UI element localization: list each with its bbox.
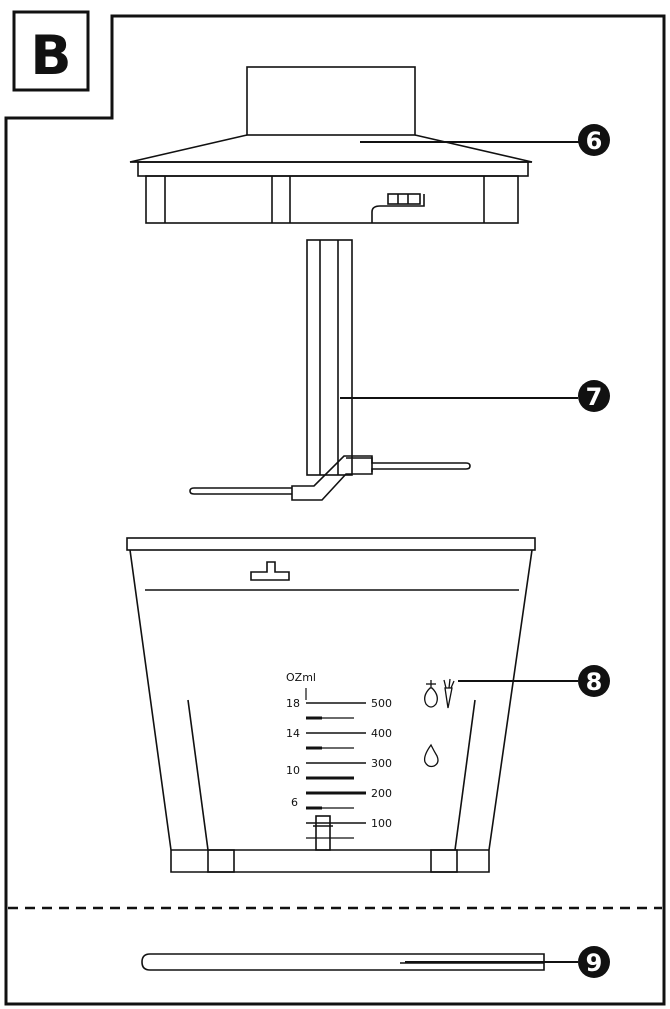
bowl-measurement-scale: OZml 18 14 10 6 500 400 300 200 100 <box>286 671 392 839</box>
scale-ml-200: 200 <box>371 787 392 800</box>
callout-6-badge <box>578 124 610 156</box>
callout-8-number: 8 <box>586 668 603 696</box>
panel-label-box <box>12 10 90 92</box>
blade-shaft <box>306 239 353 476</box>
food-icons <box>423 678 455 768</box>
callout-7-number: 7 <box>586 383 603 411</box>
scale-oz-10: 10 <box>286 764 300 777</box>
blade-upper-arm <box>346 457 471 472</box>
lid-illustration <box>129 66 533 224</box>
lid-motor-housing <box>246 66 416 136</box>
bowl-spout-mark <box>250 561 290 581</box>
scale-ml-100: 100 <box>371 817 392 830</box>
bowl-center-pin <box>315 815 331 851</box>
lid-slope <box>129 134 533 163</box>
blade-lower-arm <box>189 487 292 495</box>
panel-letter: B <box>30 24 71 87</box>
scale-ml-300: 300 <box>371 757 392 770</box>
scale-oz-14: 14 <box>286 727 300 740</box>
callout-8-badge <box>578 665 610 697</box>
water-drop-icon <box>423 743 439 768</box>
spatula-body <box>141 953 545 971</box>
figure-frame <box>4 14 666 1006</box>
scale-ml-500: 500 <box>371 697 392 710</box>
lid-rim <box>137 161 529 177</box>
lid-latch <box>387 193 421 205</box>
lid-body <box>145 175 519 224</box>
bowl-foot-right <box>430 849 458 873</box>
callout-6: 6 <box>578 124 610 156</box>
callout-9-number: 9 <box>586 949 603 977</box>
carrot-icon <box>443 678 455 709</box>
scale-oz-6: 6 <box>291 796 298 809</box>
bowl-foot-left <box>207 849 235 873</box>
callout-9-badge <box>578 946 610 978</box>
blade-hub <box>291 455 373 501</box>
blade-illustration <box>189 239 471 501</box>
scale-ml-400: 400 <box>371 727 392 740</box>
scale-unit-label: OZml <box>286 671 316 684</box>
callout-9: 9 <box>578 946 610 978</box>
bowl-outer-wall <box>129 549 533 873</box>
callout-7: 7 <box>578 380 610 412</box>
callout-7-badge <box>578 380 610 412</box>
bowl-rim <box>126 537 536 551</box>
callout-8: 8 <box>578 665 610 697</box>
panel-label: B <box>12 10 90 92</box>
scale-oz-18: 18 <box>286 697 300 710</box>
callout-6-number: 6 <box>586 127 603 155</box>
bowl-illustration <box>126 537 536 873</box>
onion-icon <box>424 680 438 708</box>
